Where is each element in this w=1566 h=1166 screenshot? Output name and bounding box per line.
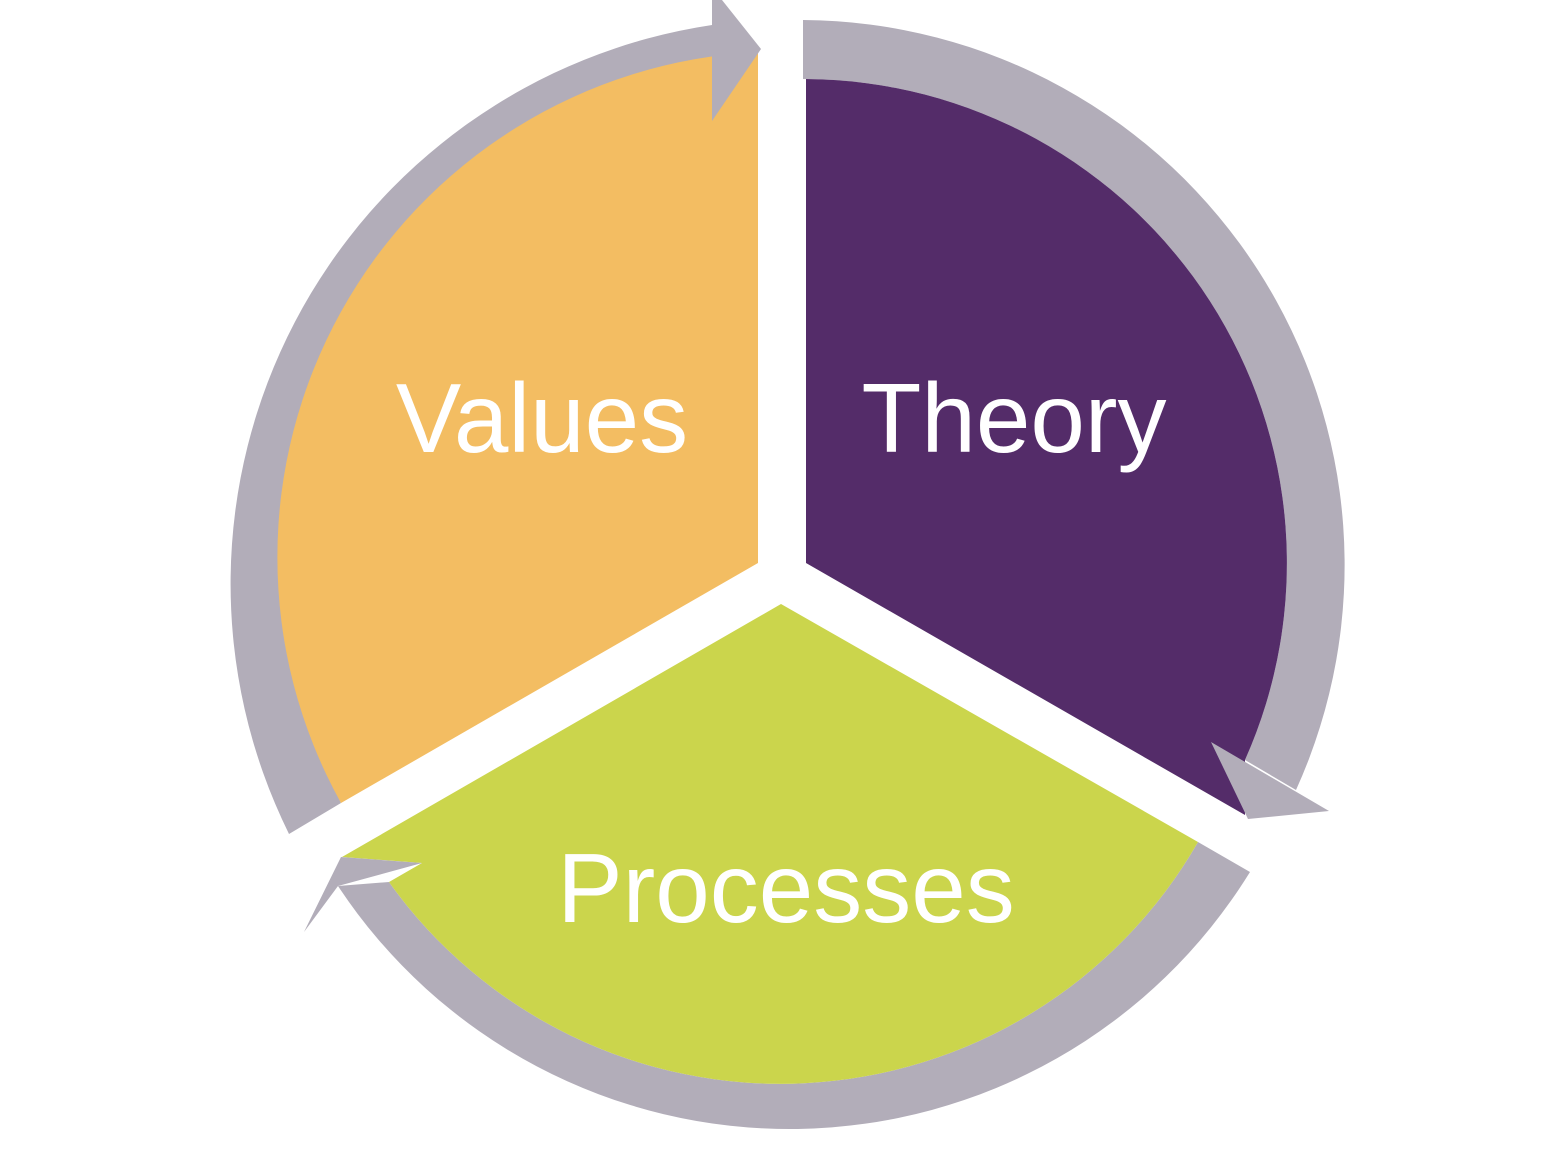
segment-label-processes: Processes: [557, 833, 1015, 943]
segment-theory: [806, 79, 1287, 815]
arrow-head-right: [1211, 742, 1329, 819]
segment-label-theory: Theory: [861, 363, 1166, 473]
segment-values: [277, 52, 758, 803]
ring-arc-right: [803, 20, 1345, 790]
arrow-head-top: [712, 0, 761, 121]
arrow-head-left: [304, 857, 422, 932]
segment-label-values: Values: [396, 363, 688, 473]
segment-processes: [342, 604, 1198, 1084]
ring-arc-bottom: [338, 842, 1250, 1130]
